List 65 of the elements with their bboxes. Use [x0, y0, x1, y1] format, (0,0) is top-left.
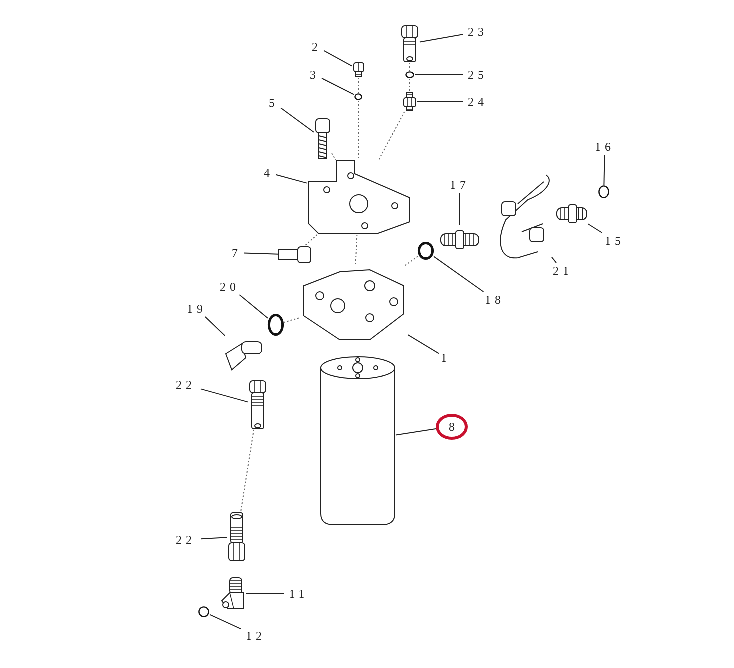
- assembly-line: [240, 430, 254, 512]
- fitting-drawing: [556, 203, 588, 225]
- plug-drawing: [352, 62, 366, 78]
- o-ring-drawing: [598, 185, 610, 199]
- callout-number: 19: [182, 301, 212, 317]
- callout-number: 16: [590, 139, 620, 155]
- leader-line: [280, 108, 314, 133]
- leader-line: [210, 614, 242, 630]
- fitting-drawing: [248, 380, 268, 430]
- callout-number: 20: [215, 279, 245, 295]
- leader-line: [324, 50, 352, 67]
- callout-number: 22: [171, 532, 201, 548]
- leader-line: [322, 78, 354, 96]
- assembly-line: [332, 153, 336, 160]
- callout-number: 1: [439, 350, 453, 366]
- leader-line: [244, 252, 278, 255]
- elbow-fitting-drawing: [220, 577, 246, 611]
- o-ring-drawing: [354, 93, 363, 101]
- o-ring-drawing: [418, 242, 434, 260]
- leader-line: [200, 537, 228, 540]
- callout-number: 11: [284, 586, 314, 602]
- leader-line: [434, 256, 484, 292]
- leader-line: [239, 294, 268, 319]
- callout-number: 25: [463, 67, 493, 83]
- o-ring-drawing: [268, 314, 284, 336]
- leader-line: [552, 256, 557, 264]
- callout-number: 2: [310, 39, 324, 55]
- o-ring-drawing: [198, 606, 210, 618]
- leader-line: [604, 154, 606, 186]
- fitting-drawing: [403, 92, 417, 112]
- leader-line: [588, 224, 603, 234]
- assembly-line: [404, 256, 418, 266]
- bolt-drawing: [278, 246, 312, 264]
- callout-number: 22: [171, 377, 201, 393]
- assembly-line: [284, 317, 300, 324]
- assembly-line: [358, 100, 360, 160]
- callout-number: 3: [308, 67, 322, 83]
- callout-number: 17: [445, 177, 475, 193]
- leader-line: [204, 316, 226, 336]
- leader-line: [414, 74, 464, 76]
- callout-number: 21: [548, 263, 578, 279]
- fitting-drawing: [227, 512, 247, 562]
- assembly-line: [378, 112, 406, 160]
- bolt-drawing: [314, 118, 332, 160]
- bracket-drawing: [307, 160, 411, 235]
- callout-number: 24: [463, 94, 493, 110]
- assembly-line: [304, 234, 318, 246]
- filter-cartridge-drawing: [320, 356, 396, 526]
- callout-number: 8: [436, 414, 468, 440]
- leader-line: [408, 334, 440, 354]
- callout-number: 18: [480, 292, 510, 308]
- leader-line: [420, 34, 464, 43]
- callout-number: 4: [262, 165, 276, 181]
- callout-number: 15: [600, 233, 630, 249]
- callout-number: 12: [241, 628, 271, 644]
- leader-line: [396, 428, 436, 436]
- leader-line: [276, 174, 308, 184]
- assembly-line: [358, 78, 360, 94]
- fitting-drawing: [400, 25, 420, 63]
- callout-number: 23: [463, 24, 493, 40]
- assembly-line: [355, 234, 358, 266]
- leader-line: [200, 388, 248, 403]
- callout-number: 7: [230, 245, 244, 261]
- callout-number: 5: [267, 95, 281, 111]
- o-ring-drawing: [405, 71, 415, 79]
